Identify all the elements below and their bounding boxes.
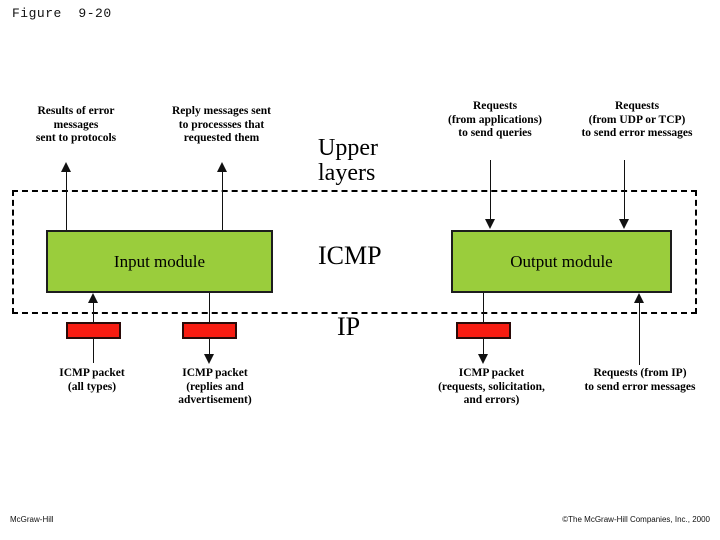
arrowhead-down-output-in-1 [485,219,495,229]
caption-reply-messages-sent: Reply messages sent to processses that r… [171,105,272,145]
output-module-label: Output module [510,251,613,271]
arrowhead-down-icmp-packet-requests [478,354,488,364]
output-module-box[interactable]: Output module [451,230,672,293]
arrowhead-down-output-in-2 [619,219,629,229]
caption-results-of-error-messages: Results of error messages sent to protoc… [35,105,117,145]
arrowhead-up-icmp-packet-all-types [88,293,98,303]
connector-line-output-in-1 [490,160,491,220]
packet-marker-1 [66,322,121,339]
upper-layers-label: Upper layers [318,135,378,187]
packet-marker-2 [182,322,237,339]
figure-title: Figure 9-20 [12,6,112,21]
icmp-region-label: ICMP [318,241,382,270]
caption-requests-from-applications: Requests (from applications) to send que… [447,100,543,140]
caption-icmp-packet-all-types: ICMP packet (all types) [59,367,125,393]
input-module-box[interactable]: Input module [46,230,273,293]
footer-publisher: McGraw-Hill [10,515,54,524]
caption-requests-from-udp-or-tcp: Requests (from UDP or TCP) to send error… [581,100,693,140]
connector-line-input-out-1 [66,172,67,230]
arrowhead-down-icmp-packet-replies [204,354,214,364]
caption-icmp-packet-requests: ICMP packet (requests, solicitation, and… [438,367,545,407]
connector-line-input-out-2 [222,172,223,230]
packet-marker-3 [456,322,511,339]
input-module-label: Input module [113,251,206,271]
connector-line-output-in-2 [624,160,625,220]
arrowhead-up-input-out-2 [217,162,227,172]
icmp-boundary-dashed-box [12,190,697,314]
connector-line-requests-from-ip [639,303,640,365]
arrowhead-up-input-out-1 [61,162,71,172]
arrowhead-up-requests-from-ip [634,293,644,303]
caption-icmp-packet-replies: ICMP packet (replies and advertisement) [178,367,252,407]
caption-requests-from-ip: Requests (from IP) to send error message… [584,367,696,393]
ip-layer-label: IP [337,312,361,341]
footer-copyright: ©The McGraw-Hill Companies, Inc., 2000 [562,515,710,524]
